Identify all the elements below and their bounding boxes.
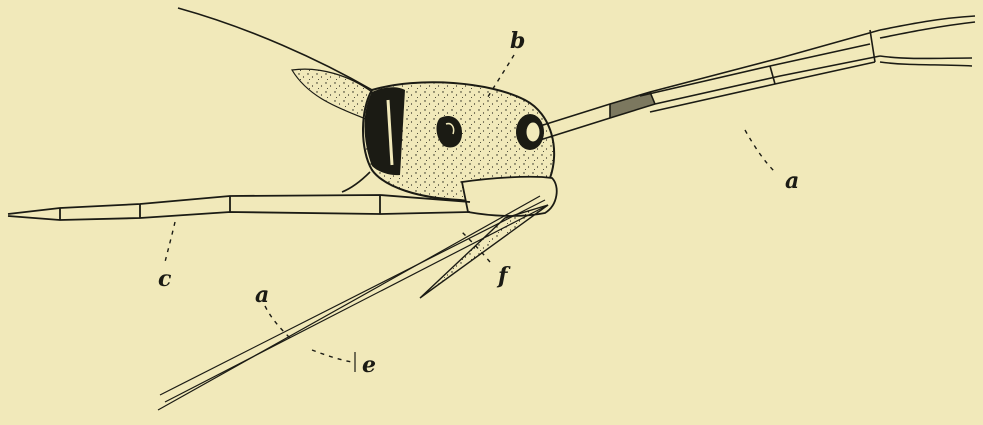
hook xyxy=(342,172,370,192)
label-e: e xyxy=(362,352,376,378)
label-c: c xyxy=(158,266,172,292)
label-b: b xyxy=(510,28,525,54)
compound-eye xyxy=(365,87,406,175)
lower-bristle xyxy=(158,196,548,410)
right-antennae-shading xyxy=(610,92,655,118)
label-f: f xyxy=(496,263,511,289)
label-a-upper: a xyxy=(785,168,799,194)
label-a-lower: a xyxy=(255,282,269,308)
right-antennae xyxy=(540,16,975,140)
mouthpart xyxy=(462,177,557,216)
left-appendage xyxy=(8,195,470,220)
upper-flap xyxy=(292,69,372,120)
f-process xyxy=(420,205,548,298)
